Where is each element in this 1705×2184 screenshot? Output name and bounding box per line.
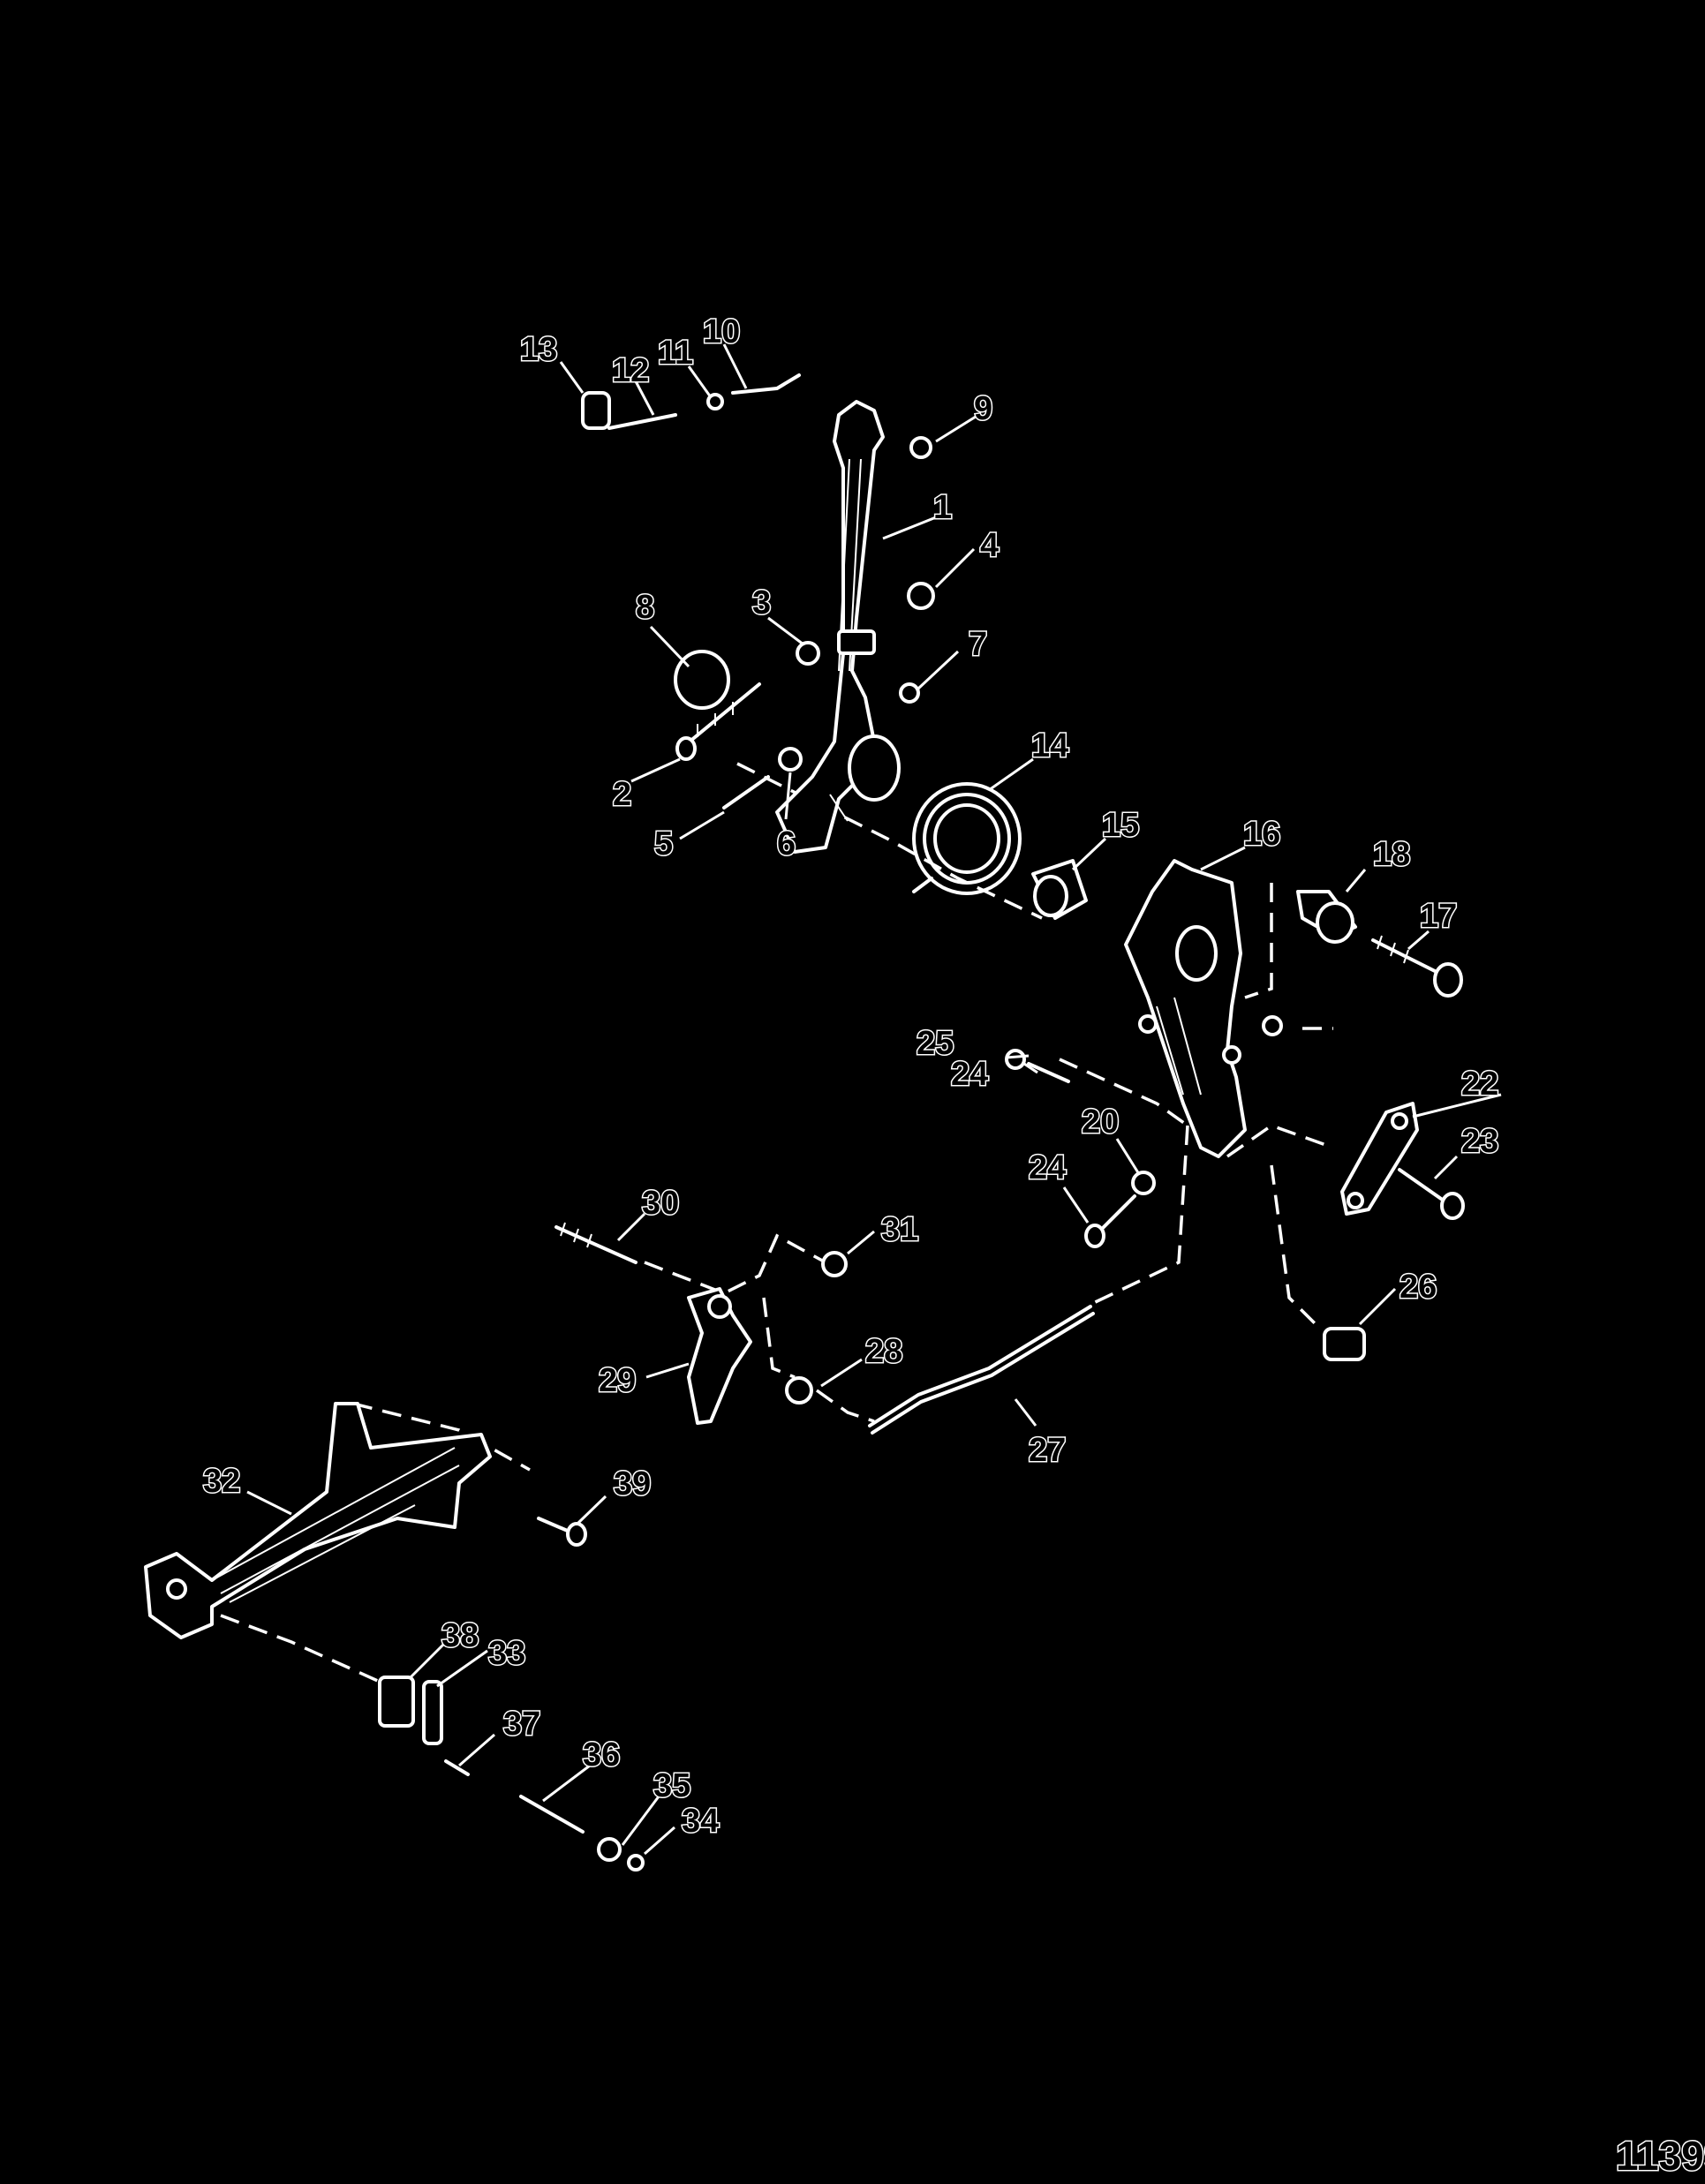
part-15-bushing	[1031, 859, 1088, 920]
callout-15: 15	[1102, 807, 1139, 844]
part-1-throttle-arm	[775, 400, 901, 854]
callout-26: 26	[1399, 1269, 1437, 1306]
callout-1: 1	[933, 489, 952, 526]
callout-13: 13	[520, 331, 557, 368]
part-27-link-rod	[868, 1305, 1095, 1435]
callout-28: 28	[865, 1333, 902, 1370]
part-14-spring	[912, 782, 1022, 895]
callout-10: 10	[703, 313, 740, 350]
part-28-ball-joint	[785, 1376, 813, 1405]
callout-16: 16	[1243, 816, 1280, 853]
callout-25: 25	[917, 1025, 954, 1062]
callout-11: 11	[658, 335, 693, 372]
part-39-screw	[537, 1517, 587, 1547]
callout-34: 34	[682, 1803, 719, 1840]
callout-30: 30	[642, 1185, 679, 1222]
callout-9: 9	[974, 390, 992, 427]
part-29-lever	[687, 1287, 752, 1425]
part-30-stud	[555, 1222, 637, 1264]
callout-7: 7	[969, 626, 987, 663]
part-17-screw	[1371, 935, 1463, 998]
callout-38: 38	[441, 1617, 479, 1654]
part-33-38-hardware	[378, 1676, 645, 1871]
callout-12: 12	[612, 352, 649, 389]
callout-3: 3	[752, 584, 771, 621]
callout-4: 4	[980, 527, 999, 564]
part-22-link	[1340, 1102, 1419, 1216]
callout-labels: 1 2 3 4 5 6 7 8 9 10 11 12 13 14 15 16 1…	[202, 313, 1500, 1841]
callout-17: 17	[1420, 898, 1457, 935]
callout-22: 22	[1461, 1066, 1498, 1103]
callout-36: 36	[583, 1736, 620, 1774]
callout-8: 8	[636, 589, 654, 626]
callout-14: 14	[1031, 727, 1068, 764]
part-26-nut	[1323, 1327, 1366, 1361]
part-31-nut	[821, 1251, 848, 1277]
callout-29: 29	[599, 1362, 636, 1399]
part-18-bushing	[1296, 890, 1357, 944]
callout-31: 31	[881, 1211, 918, 1248]
callout-24: 24	[951, 1056, 988, 1093]
callout-24b: 24	[1029, 1149, 1066, 1186]
callout-35: 35	[653, 1767, 690, 1804]
callout-23: 23	[1461, 1123, 1498, 1160]
callout-20: 20	[1082, 1103, 1119, 1141]
callout-37: 37	[503, 1706, 540, 1743]
callout-32: 32	[203, 1463, 240, 1500]
callout-2: 2	[613, 776, 631, 813]
callout-27: 27	[1029, 1432, 1066, 1469]
callout-5: 5	[654, 825, 673, 862]
part-16-throttle-cam	[1124, 859, 1247, 1158]
callout-6: 6	[777, 825, 796, 862]
part-32-bracket	[144, 1402, 492, 1639]
part-20-24-25-hardware	[1005, 1015, 1283, 1248]
callout-39: 39	[614, 1465, 651, 1502]
callout-33: 33	[488, 1635, 525, 1672]
leader-lines	[246, 343, 1502, 1856]
part-23-screw	[1398, 1168, 1465, 1220]
figure-id: 11399	[1616, 2133, 1705, 2179]
callout-18: 18	[1373, 836, 1410, 873]
